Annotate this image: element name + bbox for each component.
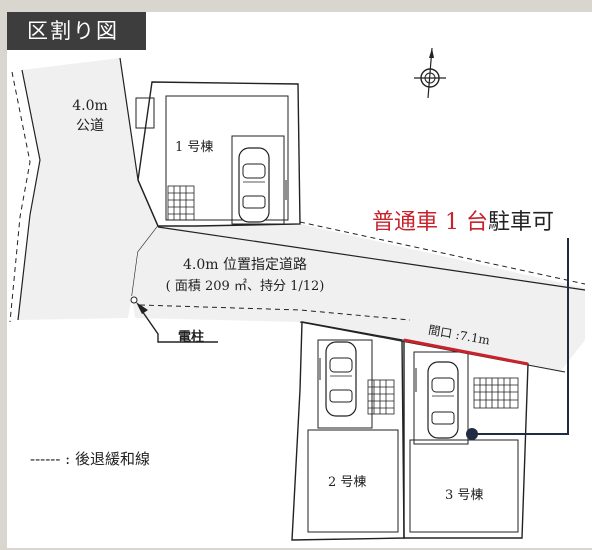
lot-2-boundary [291, 321, 405, 541]
lot-1-boundary [137, 81, 301, 227]
house-2-label: 2 号棟 [328, 475, 367, 490]
parking-note: 普通車 1 台駐車可 [372, 204, 554, 236]
parking-pointer-dot [466, 428, 478, 440]
public-road-type: 公道 [76, 118, 104, 134]
car-icon [238, 147, 270, 223]
lot-1-stairs [167, 185, 195, 221]
lot-3-stairs [473, 377, 519, 409]
lot-1-step [135, 97, 155, 129]
public-road [18, 58, 158, 320]
private-road [132, 224, 585, 372]
pole-leader [139, 307, 218, 343]
lot-1-parking [231, 135, 285, 225]
private-road-dashed-top [299, 221, 586, 285]
parking-count: 普通車 1 台 [372, 210, 488, 235]
lot-2-parking [317, 339, 373, 429]
lot-1-building [165, 95, 289, 221]
car-icon [427, 361, 459, 439]
house-1-label: 1 号棟 [175, 140, 214, 155]
car-icon [325, 341, 357, 417]
lot-2-stairs [367, 379, 395, 415]
parking-note-rest: 駐車可 [487, 210, 554, 235]
private-road-label: 4.0m 位置指定道路 ( 面積 209 ㎡、持分 1/12) [140, 255, 350, 297]
pole-arrow-head [136, 302, 148, 314]
public-road-edge-left [17, 69, 41, 321]
public-road-width: 4.0m [72, 98, 108, 114]
legend-setback-line: ------ : 後退緩和線 [30, 450, 151, 468]
pole-label: 電柱 [178, 330, 205, 345]
lot-3-parking [413, 351, 469, 445]
frontage-line [403, 338, 529, 366]
page-title: 区割り図 [7, 12, 146, 50]
lot-2-building [307, 429, 399, 533]
parking-pointer [474, 238, 569, 435]
private-road-line2: ( 面積 209 ㎡、持分 1/12) [165, 279, 325, 294]
compass-icon [414, 47, 446, 99]
public-road-label: 4.0m 公道 [62, 96, 118, 136]
private-road-line1: 4.0m 位置指定道路 [183, 257, 307, 273]
pole-icon [130, 296, 138, 304]
private-road-edge-top [157, 226, 586, 291]
public-road-dashed-left [9, 71, 31, 323]
lot-3-boundary [403, 339, 529, 539]
lot-3-building [409, 439, 519, 533]
house-3-label: 3 号棟 [445, 488, 484, 503]
